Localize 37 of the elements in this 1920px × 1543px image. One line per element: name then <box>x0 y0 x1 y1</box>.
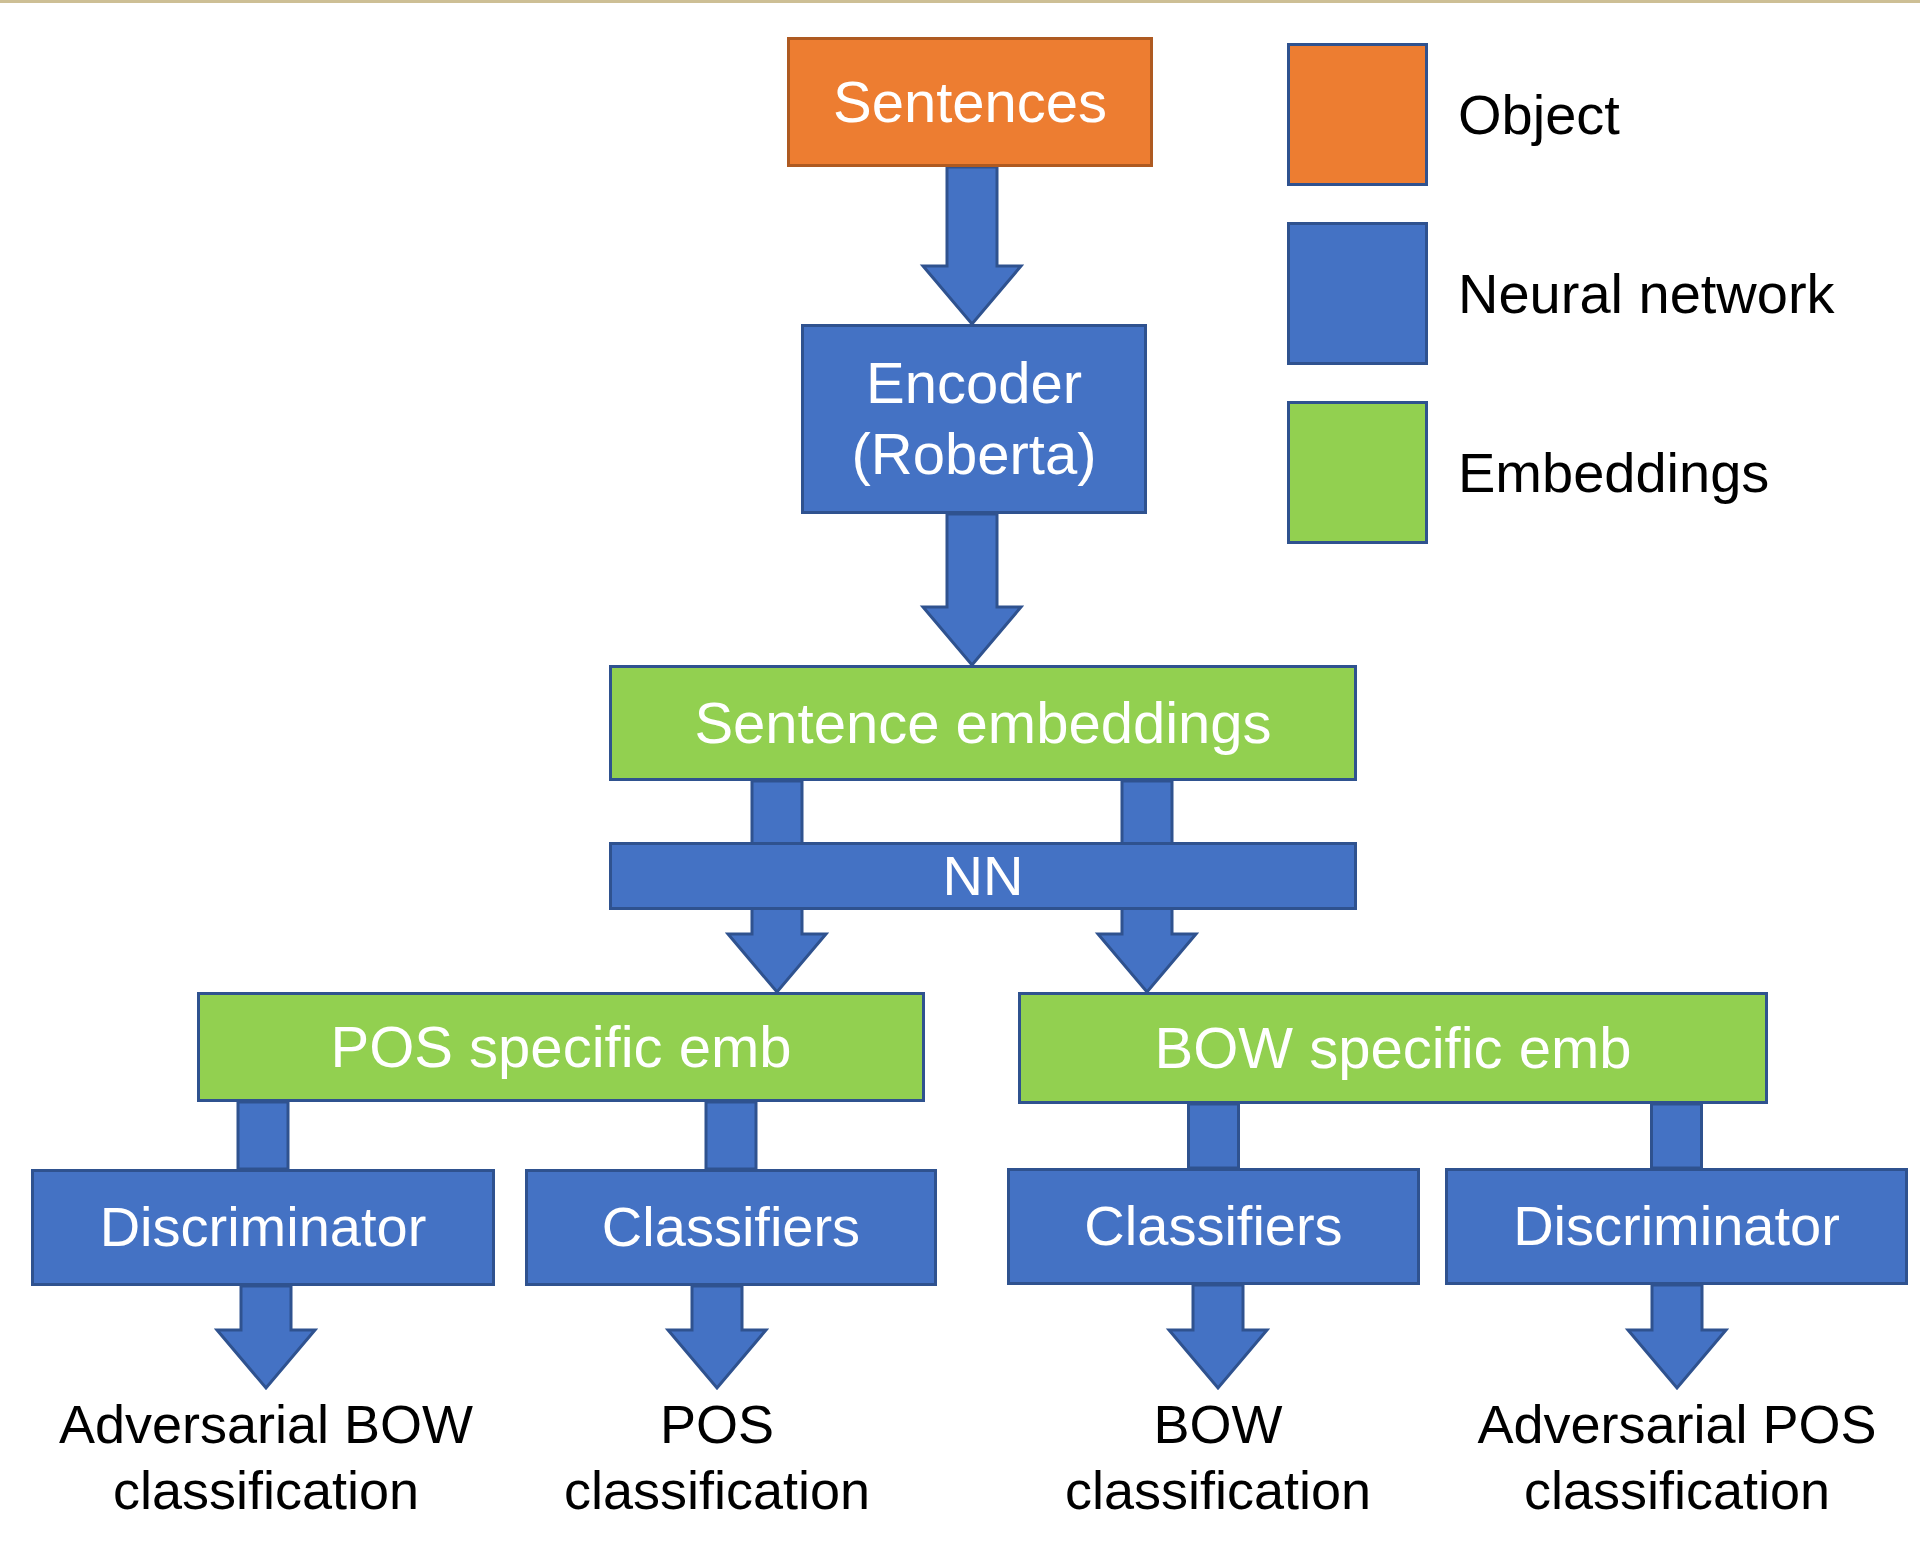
neural-network-box <box>1007 1168 1420 1285</box>
neural-network-box <box>31 1169 495 1286</box>
neural-network-box <box>609 842 1357 910</box>
output-label: BOW classification <box>1063 1393 1373 1522</box>
neural-network-box <box>801 324 1147 514</box>
embedding-box <box>197 992 925 1102</box>
block-arrow <box>1187 1102 1240 1170</box>
output-label: POS classification <box>562 1393 872 1522</box>
box-label: POS specific emb <box>330 1012 792 1081</box>
embedding-box <box>1018 992 1768 1104</box>
box-label: Discriminator <box>99 1194 427 1261</box>
box-label: NN <box>942 842 1024 909</box>
legend-label: Object <box>1458 82 1620 147</box>
box-label: Discriminator <box>1513 1193 1840 1260</box>
block-arrow <box>1650 1102 1703 1170</box>
box-label: Classifiers <box>601 1194 861 1261</box>
block-arrow <box>213 1284 319 1391</box>
box-label: Sentence embeddings <box>694 688 1272 757</box>
block-arrow <box>919 512 1025 668</box>
block-arrow <box>919 165 1025 327</box>
block-arrow <box>704 1100 758 1171</box>
box-label: Sentences <box>832 67 1108 136</box>
block-arrow <box>236 1100 290 1171</box>
legend-label: Embeddings <box>1458 440 1770 505</box>
block-arrow <box>1165 1283 1271 1391</box>
box-label: BOW specific emb <box>1154 1013 1632 1082</box>
object-box <box>787 37 1153 167</box>
output-label: Adversarial BOW classification <box>57 1393 475 1522</box>
neural-network-box <box>1445 1168 1908 1285</box>
neural-network-box <box>525 1169 937 1286</box>
legend-label: Neural network <box>1458 261 1835 326</box>
embedding-box <box>609 665 1357 781</box>
block-arrow <box>1624 1283 1730 1391</box>
box-label: Encoder (Roberta) <box>850 349 1098 488</box>
block-arrow <box>664 1284 770 1391</box>
output-label: Adversarial POS classification <box>1476 1393 1878 1522</box>
box-label: Classifiers <box>1084 1193 1343 1260</box>
